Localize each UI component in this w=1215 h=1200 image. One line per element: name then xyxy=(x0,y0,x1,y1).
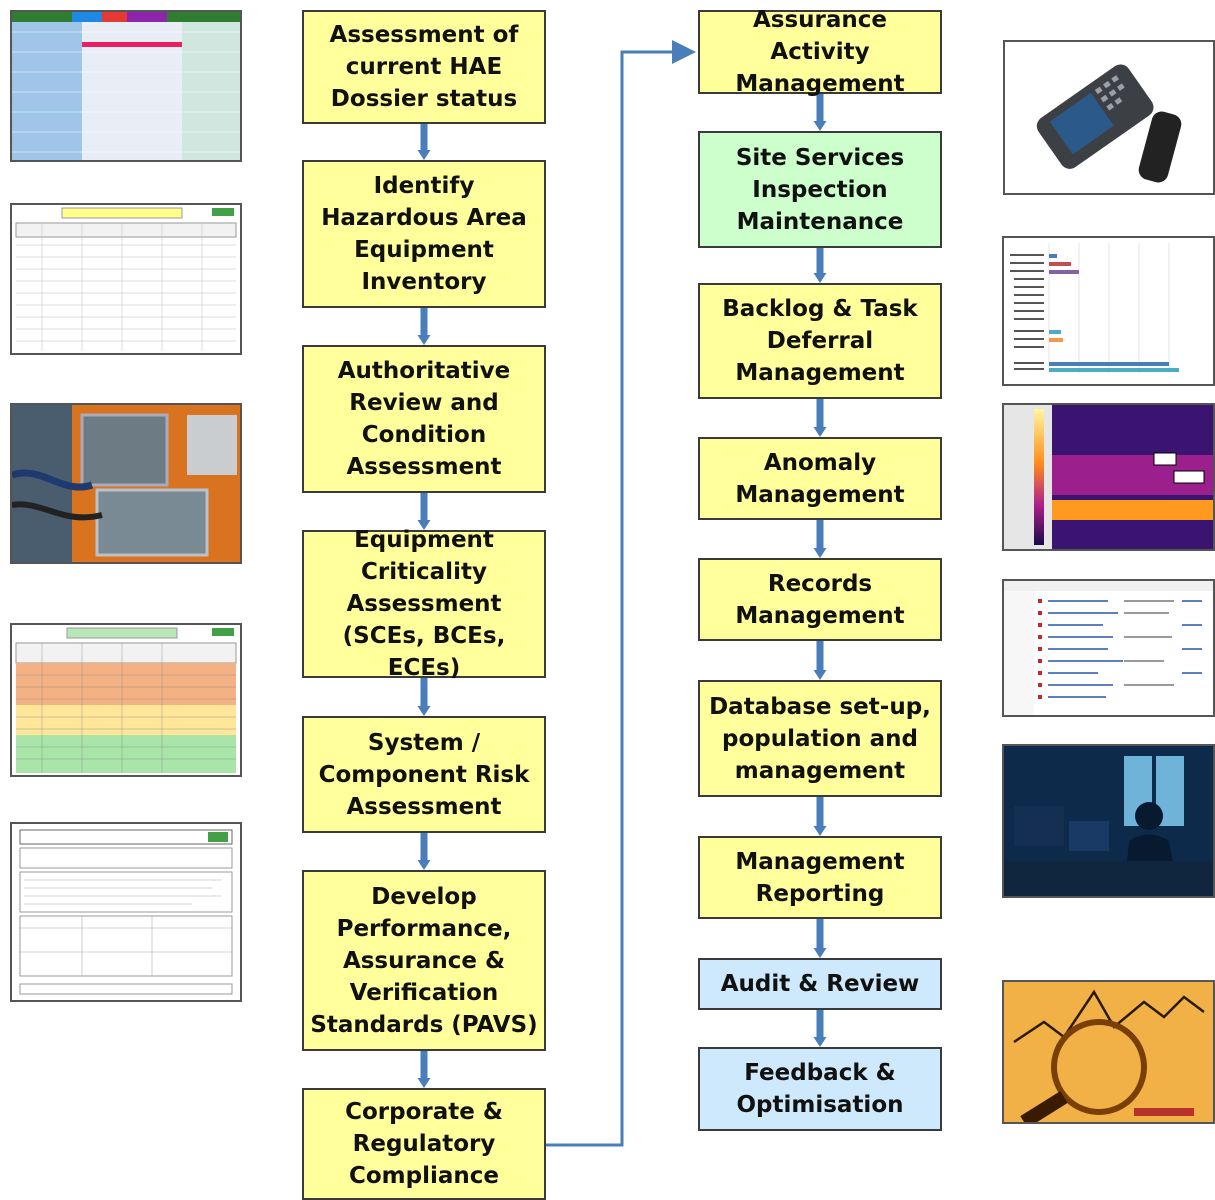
step-management-reporting: Management Reporting xyxy=(698,836,942,919)
right-flow-arrow xyxy=(813,520,827,558)
thermal-image xyxy=(1002,403,1215,551)
step-pavs: Develop Performance, Assurance & Verific… xyxy=(302,870,546,1051)
step-risk-assessment: System / Component Risk Assessment xyxy=(302,716,546,833)
bar-chart-image xyxy=(1002,236,1215,386)
junction-box-photo xyxy=(10,403,242,564)
left-flow-arrow xyxy=(417,833,431,870)
spreadsheet-rag-image xyxy=(10,623,242,777)
engineer-at-desk-photo xyxy=(1002,744,1215,898)
left-flow-arrow xyxy=(417,1051,431,1088)
right-flow-arrow xyxy=(813,919,827,958)
left-flow-arrow xyxy=(417,308,431,345)
left-flow-arrow xyxy=(417,493,431,530)
connector-compliance-to-assurance xyxy=(546,40,696,1147)
step-assurance-activity: Assurance Activity Management xyxy=(698,7,942,97)
right-flow-arrow xyxy=(813,797,827,836)
form-document-image xyxy=(10,822,242,1002)
step-criticality: Equipment Criticality Assessment (SCEs, … xyxy=(302,527,546,681)
step-authoritative-review: Authoritative Review and Condition Asses… xyxy=(302,345,546,493)
step-database: Database set-up, population and manageme… xyxy=(698,680,942,797)
records-list-image xyxy=(1002,579,1215,717)
step-backlog: Backlog & Task Deferral Management xyxy=(698,283,942,399)
step-identify: Identify Hazardous Area Equipment Invent… xyxy=(302,160,546,308)
spreadsheet-color-image xyxy=(10,10,242,162)
right-flow-arrow xyxy=(813,641,827,680)
step-assessment: Assessment of current HAE Dossier status xyxy=(302,10,546,124)
handheld-scanner-photo xyxy=(1003,40,1215,195)
magnifier-chart-photo xyxy=(1002,980,1215,1124)
spreadsheet-white-image xyxy=(10,203,242,355)
step-records: Records Management xyxy=(698,558,942,641)
right-flow-arrow xyxy=(813,94,827,131)
step-compliance: Corporate & Regulatory Compliance xyxy=(302,1088,546,1200)
right-flow-arrow xyxy=(813,399,827,437)
step-feedback: Feedback & Optimisation xyxy=(698,1047,942,1131)
left-flow-arrow xyxy=(417,124,431,160)
right-flow-arrow xyxy=(813,248,827,283)
step-anomaly: Anomaly Management xyxy=(698,437,942,520)
right-flow-arrow xyxy=(813,1010,827,1047)
step-site-services: Site Services Inspection Maintenance xyxy=(698,131,942,248)
left-flow-arrow xyxy=(417,678,431,716)
step-audit-review: Audit & Review xyxy=(698,958,942,1010)
